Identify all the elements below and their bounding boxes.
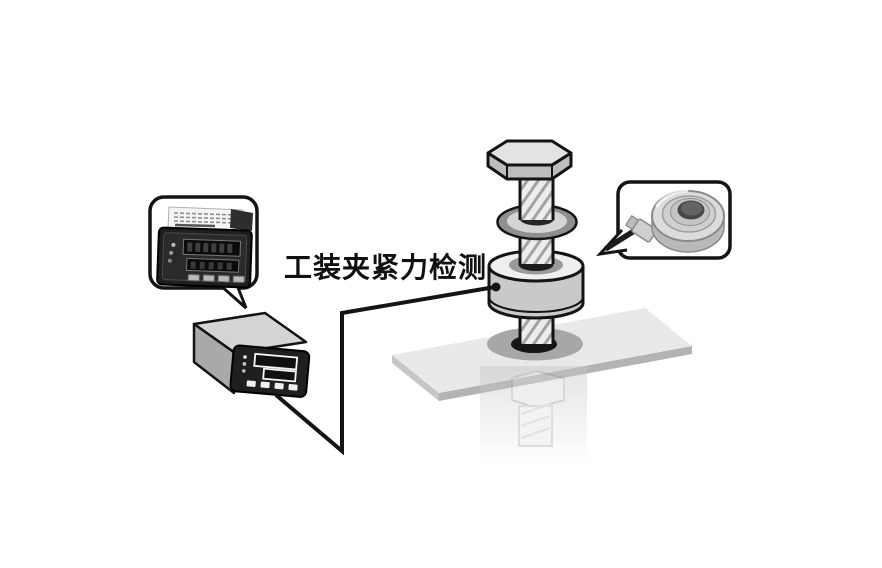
controller-left-face [192, 322, 237, 395]
indicator-side-tab [230, 209, 253, 231]
bolt-head-top [486, 139, 573, 167]
left-callout-tail [219, 283, 248, 310]
hidden-nut-below-plate [480, 366, 587, 466]
indicator-led [167, 258, 172, 263]
label-text-row [173, 212, 237, 216]
indicator-led [171, 242, 176, 247]
ring-cell-cable [604, 228, 637, 251]
panel-indicator-photo-callout [148, 195, 259, 310]
controller-front-panel [229, 344, 311, 398]
bolt-shaft-upper [518, 174, 555, 220]
display-digit [203, 242, 209, 253]
display-digit [187, 242, 193, 252]
ring-load-cell-photo-callout [596, 180, 732, 260]
controller-led [241, 369, 246, 373]
display-digit [199, 261, 205, 270]
display-digit [190, 261, 196, 269]
display-digit [227, 243, 233, 253]
cable-connector-dot [491, 282, 501, 292]
indicator-button [187, 273, 200, 282]
controller-button [260, 381, 270, 389]
controller-display-upper [253, 352, 299, 371]
sensor-signal-cable [274, 282, 501, 456]
indicator-button [202, 274, 215, 282]
controller-led [242, 362, 247, 366]
display-digit [211, 243, 217, 253]
ghost-thread-line [520, 426, 551, 440]
cable-line [274, 285, 496, 456]
ring-cell-cable-gland [624, 215, 658, 243]
washer-load-cell [487, 249, 585, 320]
display-digit [195, 242, 201, 252]
controller-button [246, 380, 256, 387]
plate-left-edge [392, 355, 439, 401]
display-controller-unit [192, 311, 311, 398]
controller-display-lower [262, 367, 297, 383]
diagram-caption: 工装夹紧力检测 [284, 251, 487, 284]
indicator-button [217, 275, 230, 283]
display-digit [226, 262, 232, 270]
plate-hole-front-lip [511, 344, 557, 353]
hex-bolt-head [486, 139, 573, 181]
display-digit [208, 262, 214, 270]
controller-button [288, 384, 298, 391]
indicator-led [169, 250, 174, 255]
label-text-row [173, 220, 237, 224]
label-text-row [173, 216, 237, 220]
ghost-thread-line [520, 414, 551, 428]
ghost-hex-nut [511, 369, 565, 410]
indicator-front [156, 226, 253, 289]
display-digit [219, 243, 225, 253]
flat-washer [496, 203, 578, 241]
ring-cell-bore-shade [681, 201, 702, 216]
controller-led [243, 355, 247, 359]
load-cell-seam [488, 296, 584, 313]
ring-cell-highlight [655, 189, 689, 208]
indicator-button [232, 275, 245, 283]
label-text-row [174, 223, 216, 228]
gland-hex-nut [631, 218, 658, 243]
shaft-top-threads [520, 174, 553, 220]
ghost-thread-line [520, 402, 551, 416]
display-digit [217, 262, 223, 270]
controller-button [274, 382, 284, 390]
